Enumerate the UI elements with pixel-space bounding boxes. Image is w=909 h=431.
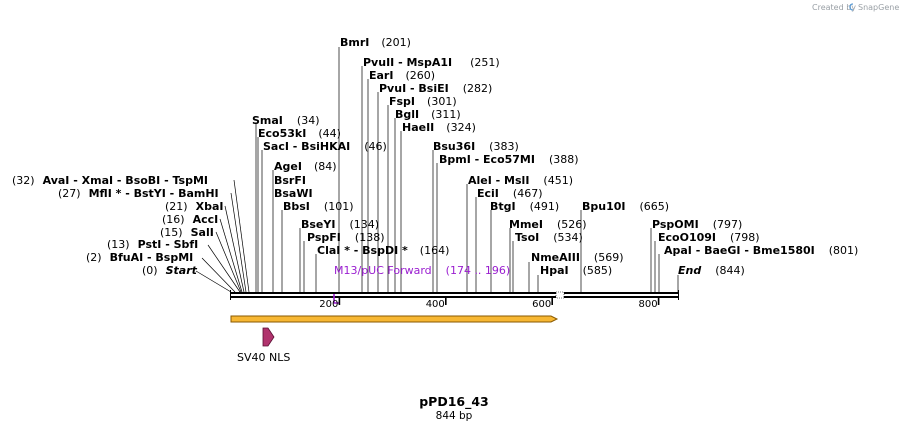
site-eari: EarI xyxy=(369,69,393,82)
snapgene-logo: SnapGene xyxy=(849,3,899,12)
sv40-nls-label: SV40 NLS xyxy=(237,351,290,364)
svg-text:(21)XbaI: (21)XbaI xyxy=(165,200,223,213)
svg-text:End(844): End(844) xyxy=(678,264,745,277)
site-eco0109i: EcoO109I xyxy=(658,231,716,244)
svg-text:M13/pUC Forward(174 .. 196): M13/pUC Forward (174 .. 196) xyxy=(334,264,510,277)
axis-ticks: 200 400 600 800 xyxy=(319,298,660,310)
site-mfli: MflI * - BstYI - BamHI xyxy=(89,187,219,200)
site-bpmi: BpmI - Eco57MI xyxy=(439,153,535,166)
backbone-break-marker xyxy=(555,291,565,299)
site-apai: ApaI - BaeGI - Bme1580I xyxy=(664,244,815,257)
site-bsrfi: BsrFI xyxy=(274,174,306,187)
end-label: End xyxy=(678,264,701,277)
site-ecii: EciI xyxy=(477,187,499,200)
svg-text:(15)SalI: (15)SalI xyxy=(160,226,214,239)
site-bpu10i: Bpu10I xyxy=(582,200,626,213)
site-smai: SmaI xyxy=(252,114,283,127)
site-xbai: XbaI xyxy=(196,200,224,213)
site-clai: ClaI * - BspDI * xyxy=(317,244,408,257)
site-eco53ki: Eco53kI xyxy=(258,127,306,140)
site-bsu36i: Bsu36I xyxy=(433,140,475,153)
snapgene-brand-text: SnapGene xyxy=(858,3,899,12)
svg-text:Bsu36I(383): Bsu36I(383) xyxy=(433,140,519,153)
svg-text:SmaI(34): SmaI(34) xyxy=(252,114,320,127)
site-acci: AccI xyxy=(193,213,219,226)
svg-text:AgeI(84): AgeI(84) xyxy=(274,160,337,173)
site-bgli: BglI xyxy=(395,108,419,121)
feature-bar xyxy=(230,315,559,323)
svg-text:EarI(260): EarI(260) xyxy=(369,69,435,82)
site-nmeaiii: NmeAIII xyxy=(531,251,580,264)
svg-text:ClaI * - BspDI *(164): ClaI * - BspDI *(164) xyxy=(317,244,449,257)
svg-text:Eco53kI(44): Eco53kI(44) xyxy=(258,127,341,140)
site-bseyi: BseYI xyxy=(301,218,335,231)
site-mmei: MmeI xyxy=(509,218,543,231)
primer-label: M13/pUC Forward xyxy=(334,264,432,277)
site-psti: PstI - SbfI xyxy=(138,238,199,251)
created-by-text: Created by xyxy=(812,3,856,12)
site-bbsi: BbsI xyxy=(283,200,310,213)
svg-text:(27)MflI * - BstYI - BamHI: (27)MflI * - BstYI - BamHI xyxy=(58,187,219,200)
start-label: Start xyxy=(166,264,198,277)
svg-text:(32)AvaI - XmaI - BsoBI - T: (32)AvaI - XmaI - BsoBI - TspMI xyxy=(12,174,208,187)
axis-tick-label-200: 200 xyxy=(319,299,338,310)
site-sali: SalI xyxy=(191,226,214,239)
site-pvui: PvuI - BsiEI xyxy=(379,82,449,95)
site-bmri: BmrI xyxy=(340,36,369,49)
svg-text:BpmI - Eco57MI(388): BpmI - Eco57MI(388) xyxy=(439,153,579,166)
svg-text:AleI - MslI(451): AleI - MslI(451) xyxy=(468,174,573,187)
site-pvuii: PvuII - MspA1I xyxy=(363,56,452,69)
svg-text:HpaI(585): HpaI(585) xyxy=(540,264,612,277)
svg-text:FspI(301): FspI(301) xyxy=(389,95,457,108)
primer-range: (174 .. 196) xyxy=(446,264,511,277)
site-tsoi: TsoI xyxy=(515,231,539,244)
site-leader-lines xyxy=(195,47,679,293)
site-avai: AvaI - XmaI - BsoBI - TspMI xyxy=(43,174,208,187)
svg-text:NmeAIII(569): NmeAIII(569) xyxy=(531,251,624,264)
svg-text:PvuI - BsiEI(282): PvuI - BsiEI(282) xyxy=(379,82,492,95)
dna-backbone xyxy=(230,290,679,300)
svg-text:PvuII - MspA1I(251): PvuII - MspA1I(251) xyxy=(363,56,500,69)
svg-text:MmeI(526): MmeI(526) xyxy=(509,218,587,231)
site-bsawi: BsaWI xyxy=(274,187,313,200)
sv40-nls-feature: SV40 NLS xyxy=(237,327,290,364)
site-btgi: BtgI xyxy=(490,200,516,213)
plasmid-length: 844 bp xyxy=(436,410,473,422)
svg-text:(0)Start: (0)Start xyxy=(142,264,198,277)
axis-tick-label-600: 600 xyxy=(532,299,551,310)
axis-tick-label-400: 400 xyxy=(426,299,445,310)
site-saci: SacI - BsiHKAI xyxy=(263,140,350,153)
svg-text:Bpu10I(665): Bpu10I(665) xyxy=(582,200,669,213)
svg-text:EciI(467): EciI(467) xyxy=(477,187,543,200)
svg-text:(13)PstI - SbfI: (13)PstI - SbfI xyxy=(107,238,198,251)
svg-text:BtgI(491): BtgI(491) xyxy=(490,200,559,213)
svg-text:PspOMI(797): PspOMI(797) xyxy=(652,218,742,231)
site-hpai: HpaI xyxy=(540,264,569,277)
svg-text:(2)BfuAI - BspMI: (2)BfuAI - BspMI xyxy=(86,251,193,264)
svg-text:PspFI(138): PspFI(138) xyxy=(307,231,385,244)
site-fspi: FspI xyxy=(389,95,415,108)
svg-text:BglI(311): BglI(311) xyxy=(395,108,461,121)
svg-text:(16)AccI: (16)AccI xyxy=(162,213,218,226)
primer-m13-puc-forward xyxy=(333,294,339,304)
svg-text:EcoO109I(798): EcoO109I(798) xyxy=(658,231,760,244)
svg-text:ApaI - BaeGI - Bme1580I(801): ApaI - BaeGI - Bme1580I(801) xyxy=(664,244,858,257)
svg-text:TsoI(534): TsoI(534) xyxy=(515,231,583,244)
axis-tick-label-800: 800 xyxy=(638,299,657,310)
site-pspfi: PspFI xyxy=(307,231,341,244)
svg-text:HaeII(324): HaeII(324) xyxy=(402,121,476,134)
site-agei: AgeI xyxy=(274,160,302,173)
svg-text:BseYI(134): BseYI(134) xyxy=(301,218,379,231)
svg-text:BmrI(201): BmrI(201) xyxy=(340,36,411,49)
site-haeii: HaeII xyxy=(402,121,434,134)
site-pspomi: PspOMI xyxy=(652,218,699,231)
svg-text:SacI - BsiHKAI(46): SacI - BsiHKAI(46) xyxy=(263,140,387,153)
svg-text:BbsI(101): BbsI(101) xyxy=(283,200,354,213)
site-alei: AleI - MslI xyxy=(468,174,529,187)
site-bfuai: BfuAI - BspMI xyxy=(110,251,194,264)
plasmid-name: pPD16_43 xyxy=(419,394,489,410)
